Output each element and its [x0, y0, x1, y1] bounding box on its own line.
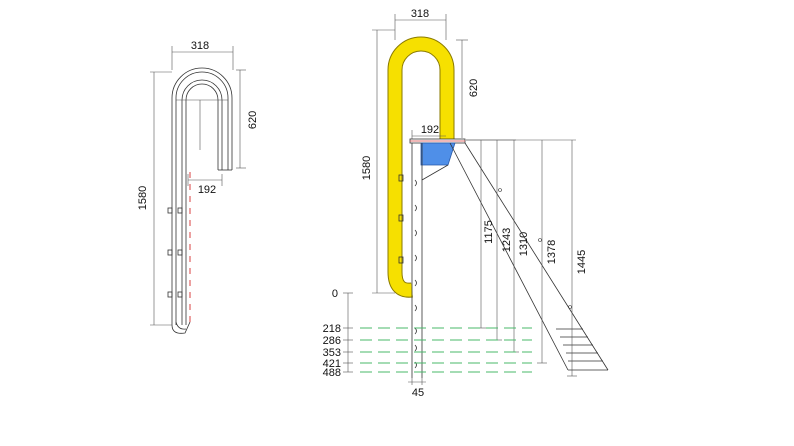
bottom-width-label: 45	[412, 387, 424, 399]
left-gap-label: 192	[198, 184, 216, 196]
left-height-label: 1580	[137, 186, 149, 210]
depth-label-1: 218	[323, 323, 341, 335]
zero-label: 0	[332, 288, 338, 300]
vertical-label-5: 1445	[576, 250, 588, 274]
vertical-label-2: 1243	[501, 228, 513, 252]
platform-block	[420, 142, 456, 166]
right-gap-label: 192	[421, 124, 439, 136]
left-width-label: 318	[191, 40, 209, 52]
left-drop-label: 620	[247, 111, 259, 129]
vertical-label-3: 1310	[518, 232, 530, 256]
water-lines	[360, 327, 532, 373]
right-ladder-drawing: 318 620 192	[323, 8, 609, 399]
right-width-label: 318	[411, 8, 429, 20]
vertical-label-4: 1378	[546, 240, 558, 264]
right-drop-label: 620	[468, 79, 480, 97]
depth-label-4: 421	[323, 358, 341, 370]
depth-label-3: 353	[323, 347, 341, 359]
depth-label-2: 286	[323, 335, 341, 347]
right-height-label: 1580	[361, 156, 373, 180]
left-ladder-drawing: 318 620 192 1580	[137, 40, 259, 334]
vertical-label-1: 1175	[483, 220, 495, 244]
handrail	[388, 37, 454, 272]
depth-label-5: 488	[323, 367, 341, 379]
